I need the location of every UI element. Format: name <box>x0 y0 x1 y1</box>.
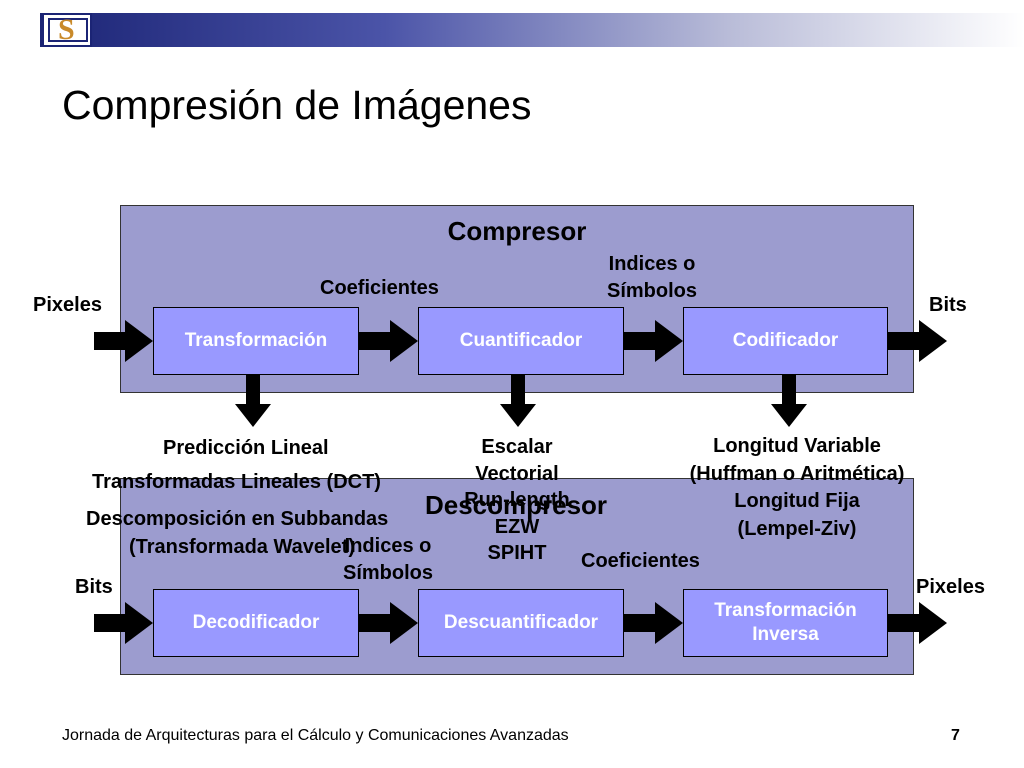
arrow-down-icon <box>500 375 536 427</box>
compressor-title: Compresor <box>447 216 587 246</box>
dequantizer-block[interactable]: Descuantificador <box>418 589 624 657</box>
method-lempel-ziv: (Lempel-Ziv) <box>737 517 857 540</box>
arrow-down-icon <box>235 375 271 427</box>
method-variable-length: Longitud Variable <box>713 435 881 457</box>
arrow-right-icon <box>888 320 947 362</box>
quantizer-methods: Escalar Vectorial Run-length EZW SPIHT <box>464 434 570 567</box>
compressor-output-label: Bits <box>929 294 967 316</box>
inverse-transform-block[interactable]: Transformación Inversa <box>683 589 888 657</box>
compressor-coefficients-label: Coeficientes <box>320 277 439 299</box>
decompressor-output-label: Pixeles <box>916 576 985 598</box>
compressor-input-label: Pixeles <box>33 294 102 316</box>
method-ezw: EZW <box>494 515 540 538</box>
method-scalar: Escalar <box>481 436 553 458</box>
compressor-indices-label: Indices o Símbolos <box>607 251 697 305</box>
quantizer-block[interactable]: Cuantificador <box>418 307 624 375</box>
coder-methods: Longitud Variable (Huffman o Aritmética)… <box>690 433 905 543</box>
arrow-right-icon <box>359 320 418 362</box>
arrow-right-icon <box>624 320 683 362</box>
decomp-indices-line-1: Indices o <box>344 535 432 557</box>
decompressor-indices-label: Indices o Símbolos <box>343 533 433 587</box>
indices-line-2: Símbolos <box>606 280 698 302</box>
method-fixed-length: Longitud Fija <box>734 490 860 513</box>
method-linear-prediction: Predicción Lineal <box>163 437 329 459</box>
decompressor-input-label: Bits <box>75 576 113 598</box>
method-dct: Transformadas Lineales (DCT) <box>92 471 381 493</box>
decoder-block[interactable]: Decodificador <box>153 589 359 657</box>
decompressor-coefficients-label: Coeficientes <box>581 550 700 572</box>
page-number: 7 <box>951 727 960 744</box>
method-huffman: (Huffman o Aritmética) <box>689 462 905 485</box>
arrow-right-icon <box>94 602 153 644</box>
page-title: Compresión de Imágenes <box>62 82 532 128</box>
title-bar <box>40 13 1024 47</box>
decompressor-title: Descompresor <box>424 490 608 520</box>
arrow-right-icon <box>94 320 153 362</box>
inverse-transform-line-2: Inversa <box>752 624 819 645</box>
logo-icon: S <box>42 13 92 47</box>
arrow-down-icon <box>771 375 807 427</box>
arrow-right-icon <box>359 602 418 644</box>
transform-block[interactable]: Transformación <box>153 307 359 375</box>
method-subband: Descomposición en Subbandas <box>86 508 389 530</box>
footer-text: Jornada de Arquitecturas para el Cálculo… <box>62 727 569 744</box>
coder-block[interactable]: Codificador <box>683 307 888 375</box>
arrow-right-icon <box>888 602 947 644</box>
method-wavelet: (Transformada Wavelet) <box>129 536 355 558</box>
decomp-indices-line-2: Símbolos <box>342 562 434 584</box>
method-run-length: Run-length <box>464 489 570 512</box>
method-spiht: SPIHT <box>487 542 547 565</box>
method-vector: Vectorial <box>475 462 559 485</box>
arrow-right-icon <box>624 602 683 644</box>
indices-line-1: Indices o <box>608 253 696 275</box>
inverse-transform-line-1: Transformación <box>714 600 857 622</box>
